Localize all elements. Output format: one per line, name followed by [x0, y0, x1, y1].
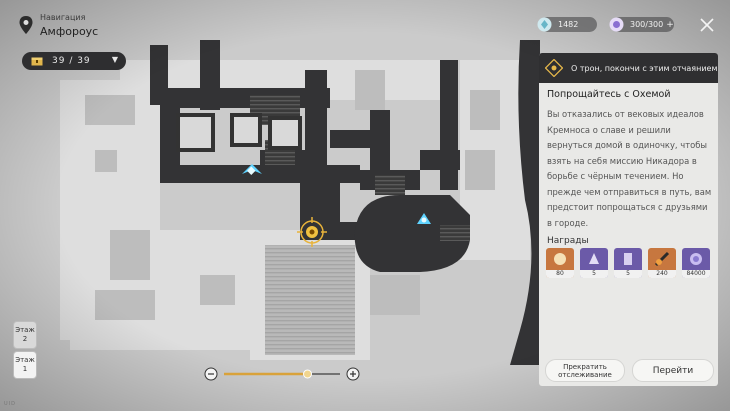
location-name: Амфороус [40, 25, 99, 38]
add-stamina-icon[interactable]: + [666, 19, 674, 30]
reward-count: 84000 [682, 270, 710, 278]
reward-item[interactable]: 5 [614, 248, 642, 278]
reward-count: 5 [614, 270, 642, 278]
location-pin-icon [19, 16, 33, 34]
navigation-label: Навигация [40, 13, 86, 22]
chevron-down-icon: ▼ [111, 55, 118, 64]
close-icon[interactable] [698, 16, 716, 34]
stamina-counter[interactable]: 300/300 + [609, 17, 674, 32]
reward-item[interactable]: 80 [546, 248, 574, 278]
floor-label: Этаж [15, 326, 35, 334]
warp-point-icon[interactable] [417, 213, 431, 224]
quest-chapter-title: О трон, покончи с этим отчаянием [571, 63, 718, 73]
floor-2-button[interactable]: Этаж 2 [13, 321, 37, 349]
rewards-label: Награды [547, 236, 589, 246]
stamina-count: 300/300 [630, 20, 664, 29]
treasure-chest-icon [31, 57, 43, 65]
reward-count: 5 [580, 270, 608, 278]
chest-count: 39 / 39 [52, 56, 91, 66]
quest-target-icon[interactable] [297, 217, 327, 247]
floor-label: Этаж [15, 356, 35, 364]
chest-counter-dropdown[interactable]: 39 / 39 ▼ [22, 52, 126, 70]
refined-aether-icon [624, 253, 632, 265]
trailblaze-power-icon [609, 17, 624, 32]
stop-tracking-button[interactable]: Прекратить отслеживание [545, 359, 625, 382]
stellar-jade-icon [537, 17, 552, 32]
quest-panel: О трон, покончи с этим отчаянием Попроща… [539, 53, 718, 386]
floor-1-button[interactable]: Этаж 1 [13, 351, 37, 379]
trailblaze-exp-icon [554, 253, 566, 265]
credit-icon [690, 253, 702, 265]
floor-number: 2 [22, 335, 28, 343]
crystal-count: 1482 [558, 20, 579, 29]
reward-item[interactable]: 5 [580, 248, 608, 278]
zoom-slider[interactable] [204, 366, 360, 382]
quest-panel-header: О трон, покончи с этим отчаянием [539, 53, 718, 83]
trace-material-icon [654, 251, 670, 267]
quest-title: Попрощайтесь с Охемой [547, 89, 671, 100]
navigation-header: Навигация Амфороус [40, 13, 98, 38]
reward-item[interactable]: 240 [648, 248, 676, 278]
zoom-handle[interactable] [303, 369, 313, 379]
rewards-list: 80 5 5 240 84000 [546, 248, 710, 278]
crystal-counter[interactable]: 1482 [537, 17, 597, 32]
trailblaze-mission-icon [545, 59, 563, 77]
reward-count: 80 [546, 270, 574, 278]
quest-description: Вы отказались от вековых идеалов Кремнос… [547, 109, 712, 228]
reward-count: 240 [648, 270, 676, 278]
floor-selector: Этаж 2 Этаж 1 [13, 321, 37, 379]
reward-item[interactable]: 84000 [682, 248, 710, 278]
relic-remains-icon [589, 253, 599, 264]
uid-watermark: UID [4, 401, 16, 407]
floor-number: 1 [22, 365, 28, 373]
go-button[interactable]: Перейти [632, 359, 714, 382]
